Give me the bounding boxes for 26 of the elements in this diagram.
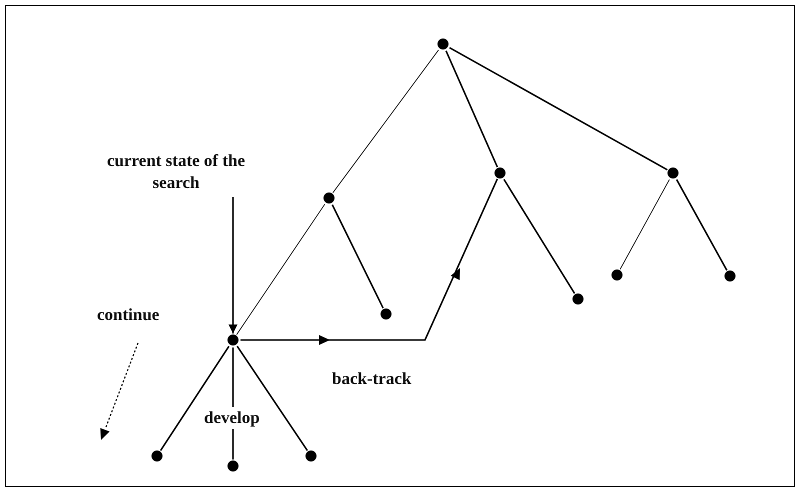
tree-node-dot bbox=[572, 294, 584, 304]
tree-node-dot bbox=[152, 450, 162, 462]
tree-branch bbox=[332, 50, 439, 194]
arrow bbox=[228, 197, 238, 334]
tree-branch bbox=[160, 346, 230, 451]
annotation-text: develop bbox=[202, 407, 262, 429]
tree-branch bbox=[449, 46, 668, 171]
tree-branch bbox=[236, 204, 326, 336]
tree-branch bbox=[445, 50, 498, 168]
tree-node-dot bbox=[438, 38, 448, 50]
tree-node-dot bbox=[494, 168, 506, 178]
tree-node-dot bbox=[306, 450, 316, 462]
tree-node-dot bbox=[612, 270, 622, 280]
tree-branch bbox=[332, 204, 384, 309]
annotation-text: current state of the search bbox=[96, 150, 256, 194]
tree-branch bbox=[620, 179, 670, 270]
tree-branch bbox=[503, 178, 576, 294]
tree-node-dot bbox=[380, 308, 392, 320]
tree-node-dot bbox=[324, 192, 334, 204]
edge-label: back-track bbox=[332, 368, 412, 390]
tree-node-dot bbox=[228, 460, 238, 472]
tree-branch bbox=[676, 179, 728, 271]
tree-node-dot bbox=[724, 270, 736, 282]
tree-branch bbox=[236, 346, 308, 452]
tree-node-dot bbox=[228, 334, 238, 346]
tree-node-dot bbox=[668, 168, 678, 178]
